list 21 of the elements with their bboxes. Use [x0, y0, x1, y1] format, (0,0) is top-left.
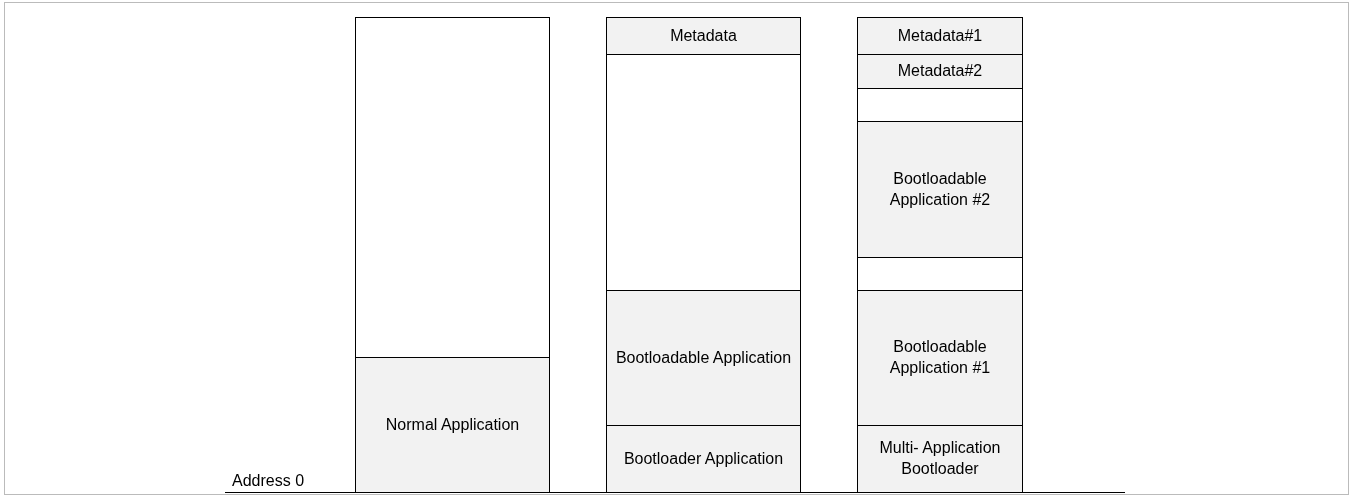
region-label: Bootloadable Application #1 [888, 337, 992, 378]
region-label: Bootloader Application [623, 448, 784, 469]
empty-region [857, 88, 1023, 122]
memory-region [606, 17, 801, 55]
region-label: Multi- Application Bootloader [878, 438, 1002, 479]
region-label: Metadata#1 [897, 25, 983, 46]
region-label: Bootloadable Application #2 [888, 168, 992, 210]
region-label: Normal Application [385, 414, 520, 435]
memory-region [857, 17, 1023, 55]
memory-region [355, 357, 550, 493]
memory-region [606, 290, 801, 426]
memory-region [606, 425, 801, 493]
empty-region [857, 257, 1023, 291]
memory-region [857, 121, 1023, 258]
region-label: Metadata [670, 25, 737, 46]
address-label: Address 0 [232, 472, 305, 490]
region-label: Bootloadable Application [615, 347, 792, 368]
memory-region [857, 425, 1023, 493]
region-label: Metadata#2 [897, 61, 983, 82]
memory-region [857, 290, 1023, 426]
memory-region [857, 54, 1023, 89]
